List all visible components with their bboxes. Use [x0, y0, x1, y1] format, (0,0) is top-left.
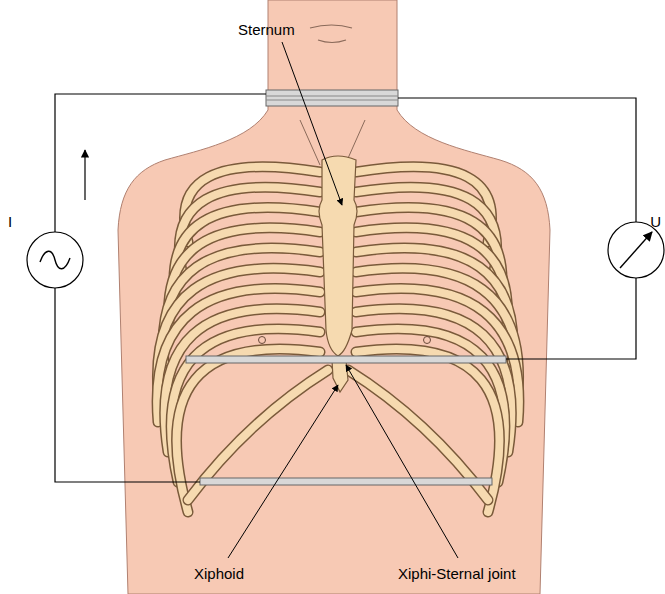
neck-electrode-band: [266, 90, 398, 106]
current-source-symbol: [27, 232, 83, 288]
chin-line: [310, 25, 352, 28]
leader-line: [282, 42, 342, 205]
part-label: Sternum: [238, 22, 295, 39]
abdomen-electrode-band: [200, 478, 492, 485]
voltmeter-symbol: [608, 222, 664, 278]
chin-line: [318, 40, 346, 43]
part-label: Xiphi-Sternal joint: [398, 566, 516, 583]
current-arrow: [84, 150, 85, 200]
sternum-bone: [319, 156, 357, 356]
leader-line: [228, 385, 338, 558]
signal-label: I: [8, 214, 12, 231]
voltage-wire: [398, 98, 636, 359]
neck-line: [300, 120, 320, 165]
signal-label: U: [650, 214, 661, 231]
leader-line: [346, 365, 458, 558]
body-outline: [118, 0, 550, 594]
nipple: [424, 337, 431, 344]
part-label: Xiphoid: [194, 566, 244, 583]
nipple: [259, 337, 266, 344]
chest-electrode-band: [186, 356, 506, 363]
xiphoid-bone: [332, 360, 348, 392]
current-wire: [55, 94, 266, 482]
